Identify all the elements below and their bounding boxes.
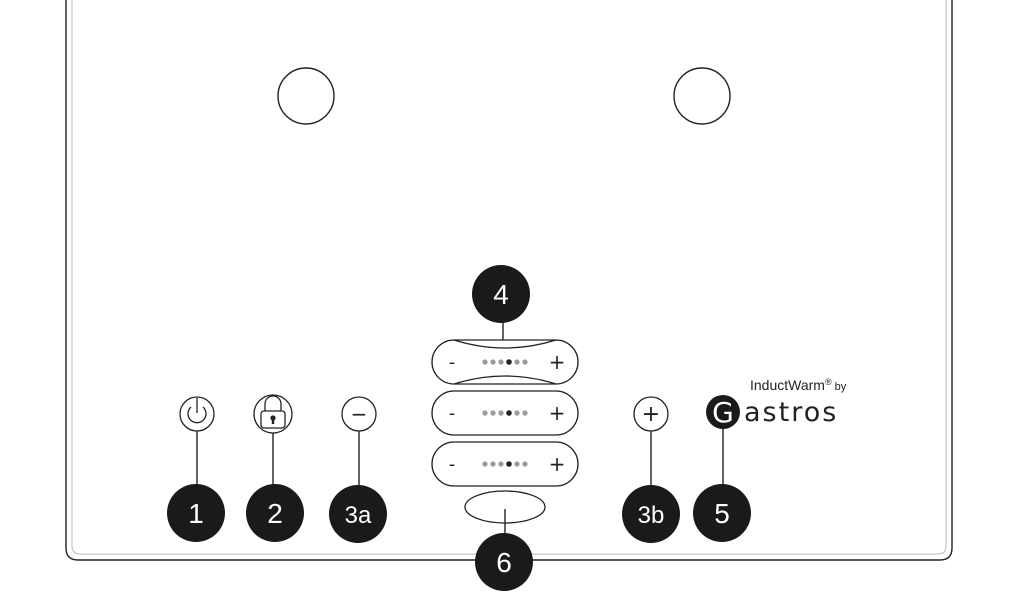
- slider-dots: [482, 359, 528, 365]
- slider-plus-label: +: [549, 350, 566, 374]
- callout-badge-6: 6: [475, 533, 533, 591]
- callout-badge-3b: 3b: [622, 485, 680, 543]
- brand-logo: InductWarm®by G astros: [706, 377, 847, 429]
- power-icon: [187, 398, 207, 424]
- slider-minus-label: -: [449, 403, 456, 424]
- zone-marker-left: [277, 67, 335, 125]
- callout-label: 2: [267, 498, 283, 529]
- callout-label: 3b: [638, 502, 665, 529]
- padlock-icon: [260, 395, 286, 429]
- brand-registered: ®: [825, 377, 832, 387]
- level-slider-group: - + - + - +: [431, 339, 579, 487]
- callout-label: 1: [188, 498, 204, 529]
- lock-button[interactable]: [253, 394, 293, 434]
- brand-by: by: [835, 381, 847, 393]
- slider-dots: [482, 461, 528, 467]
- power-button[interactable]: [179, 396, 215, 432]
- callout-badge-2: 2: [246, 484, 304, 542]
- slider-minus-label: -: [449, 454, 456, 475]
- callout-label: 3a: [345, 502, 372, 529]
- level-slider-2[interactable]: - +: [431, 390, 579, 436]
- slider-minus-label: -: [449, 352, 456, 373]
- callout-label: 4: [493, 279, 509, 310]
- svg-text:InductWarm®by: InductWarm®by: [750, 377, 847, 393]
- callout-badge-5: 5: [693, 484, 751, 542]
- callout-badge-3a: 3a: [329, 485, 387, 543]
- minus-button[interactable]: −: [341, 396, 377, 432]
- callout-badge-4: 4: [472, 265, 530, 323]
- plus-button[interactable]: +: [633, 396, 669, 432]
- slider-plus-label: +: [549, 401, 566, 425]
- slider-plus-label: +: [549, 452, 566, 476]
- zone-marker-right: [673, 67, 731, 125]
- level-slider-3[interactable]: - +: [431, 441, 579, 487]
- brand-product: InductWarm: [750, 377, 825, 393]
- brand-name: astros: [744, 397, 838, 428]
- level-slider-1[interactable]: - +: [431, 339, 579, 385]
- minus-button-label: −: [351, 402, 368, 426]
- leader-lines: [196, 318, 724, 540]
- slider-dots: [482, 410, 528, 416]
- plus-button-label: +: [642, 402, 660, 427]
- callout-label: 6: [496, 547, 512, 578]
- brand-logo-letter: G: [712, 396, 734, 429]
- brand-logo-circle: [706, 395, 740, 429]
- callout-label: 5: [714, 498, 730, 529]
- callout-badge-1: 1: [167, 484, 225, 542]
